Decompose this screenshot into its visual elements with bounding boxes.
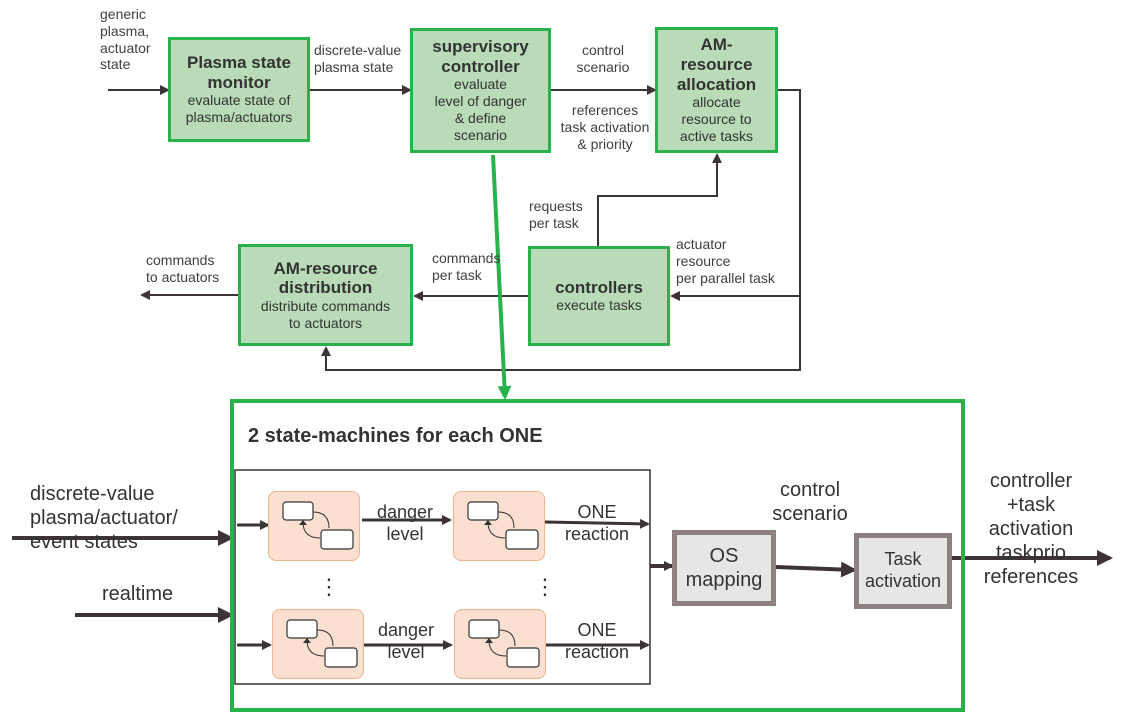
input-state-label: generic plasma, actuator state [100, 6, 151, 73]
requests-per-task-label: requests per task [529, 198, 583, 231]
one-reaction-label-1: ONE reaction [564, 502, 630, 544]
state-machine-icon [282, 501, 354, 550]
frame-title: 2 state-machines for each ONE [248, 425, 543, 447]
state-machine-reaction-1 [453, 491, 545, 561]
controllers-desc: execute tasks [556, 297, 642, 314]
output-label: controller +task activation taskprio ref… [983, 470, 1079, 588]
discrete-value-plasma-state-label: discrete-value plasma state [314, 42, 402, 75]
supervisory-controller-desc: evaluate level of danger & define scenar… [434, 76, 527, 143]
plasma-state-monitor-desc: evaluate state of plasma/actuators [185, 92, 293, 126]
state-machine-inner-frame [234, 469, 651, 685]
arrow-sm2-out [544, 518, 650, 529]
state-machine-icon [286, 619, 358, 668]
arrow-allocation-to-distribution [321, 296, 801, 371]
arrow-supervisor-to-detail [491, 154, 512, 400]
ellipsis-right: ⋮ [534, 574, 556, 599]
discrete-value-states-label: discrete-value plasma/actuator/ event st… [30, 483, 178, 553]
control-scenario-label-bottom: control scenario [772, 479, 848, 525]
state-machine-danger-n [272, 609, 364, 679]
state-machine-danger-1 [268, 491, 360, 561]
am-resource-allocation-box: AM- resource allocation allocate resourc… [655, 27, 778, 153]
one-reaction-label-n: ONE reaction [564, 620, 630, 662]
task-activation-box: Task activation [854, 533, 952, 609]
arrow-controllers-to-allocation [597, 153, 722, 246]
arrow-os-to-task-activation [775, 561, 857, 578]
references-label: references task activation & priority [560, 102, 650, 152]
detail-frame [230, 399, 965, 712]
supervisory-controller-title: supervisory controller [432, 37, 529, 76]
controllers-title: controllers [555, 277, 643, 297]
state-machine-reaction-n [454, 609, 546, 679]
am-resource-distribution-title: AM-resource distribution [273, 258, 378, 298]
plasma-state-monitor-title: Plasma state monitor [187, 53, 291, 92]
actuator-resource-label: actuator resource per parallel task [676, 236, 775, 286]
commands-to-actuators-label: commands to actuators [146, 252, 220, 285]
os-mapping-box: OS mapping [672, 530, 776, 606]
arrow-allocation-to-controllers [670, 89, 801, 301]
ellipsis-left: ⋮ [318, 574, 340, 599]
state-machine-icon [467, 501, 539, 550]
state-machine-icon [468, 619, 540, 668]
plasma-state-monitor-box: Plasma state monitor evaluate state of p… [168, 37, 310, 142]
am-resource-allocation-desc: allocate resource to active tasks [679, 94, 754, 144]
control-scenario-label-top: control scenario [576, 42, 630, 75]
supervisory-controller-box: supervisory controller evaluate level of… [410, 28, 551, 153]
am-resource-distribution-desc: distribute commands to actuators [260, 297, 391, 331]
am-resource-allocation-title: AM- resource allocation [676, 35, 757, 94]
controllers-box: controllers execute tasks [528, 246, 670, 346]
danger-level-label-n: danger level [377, 620, 435, 662]
commands-per-task-label: commands per task [432, 250, 501, 283]
danger-level-label-1: danger level [376, 502, 434, 544]
am-resource-distribution-box: AM-resource distribution distribute comm… [238, 244, 413, 346]
realtime-label: realtime [102, 583, 174, 605]
